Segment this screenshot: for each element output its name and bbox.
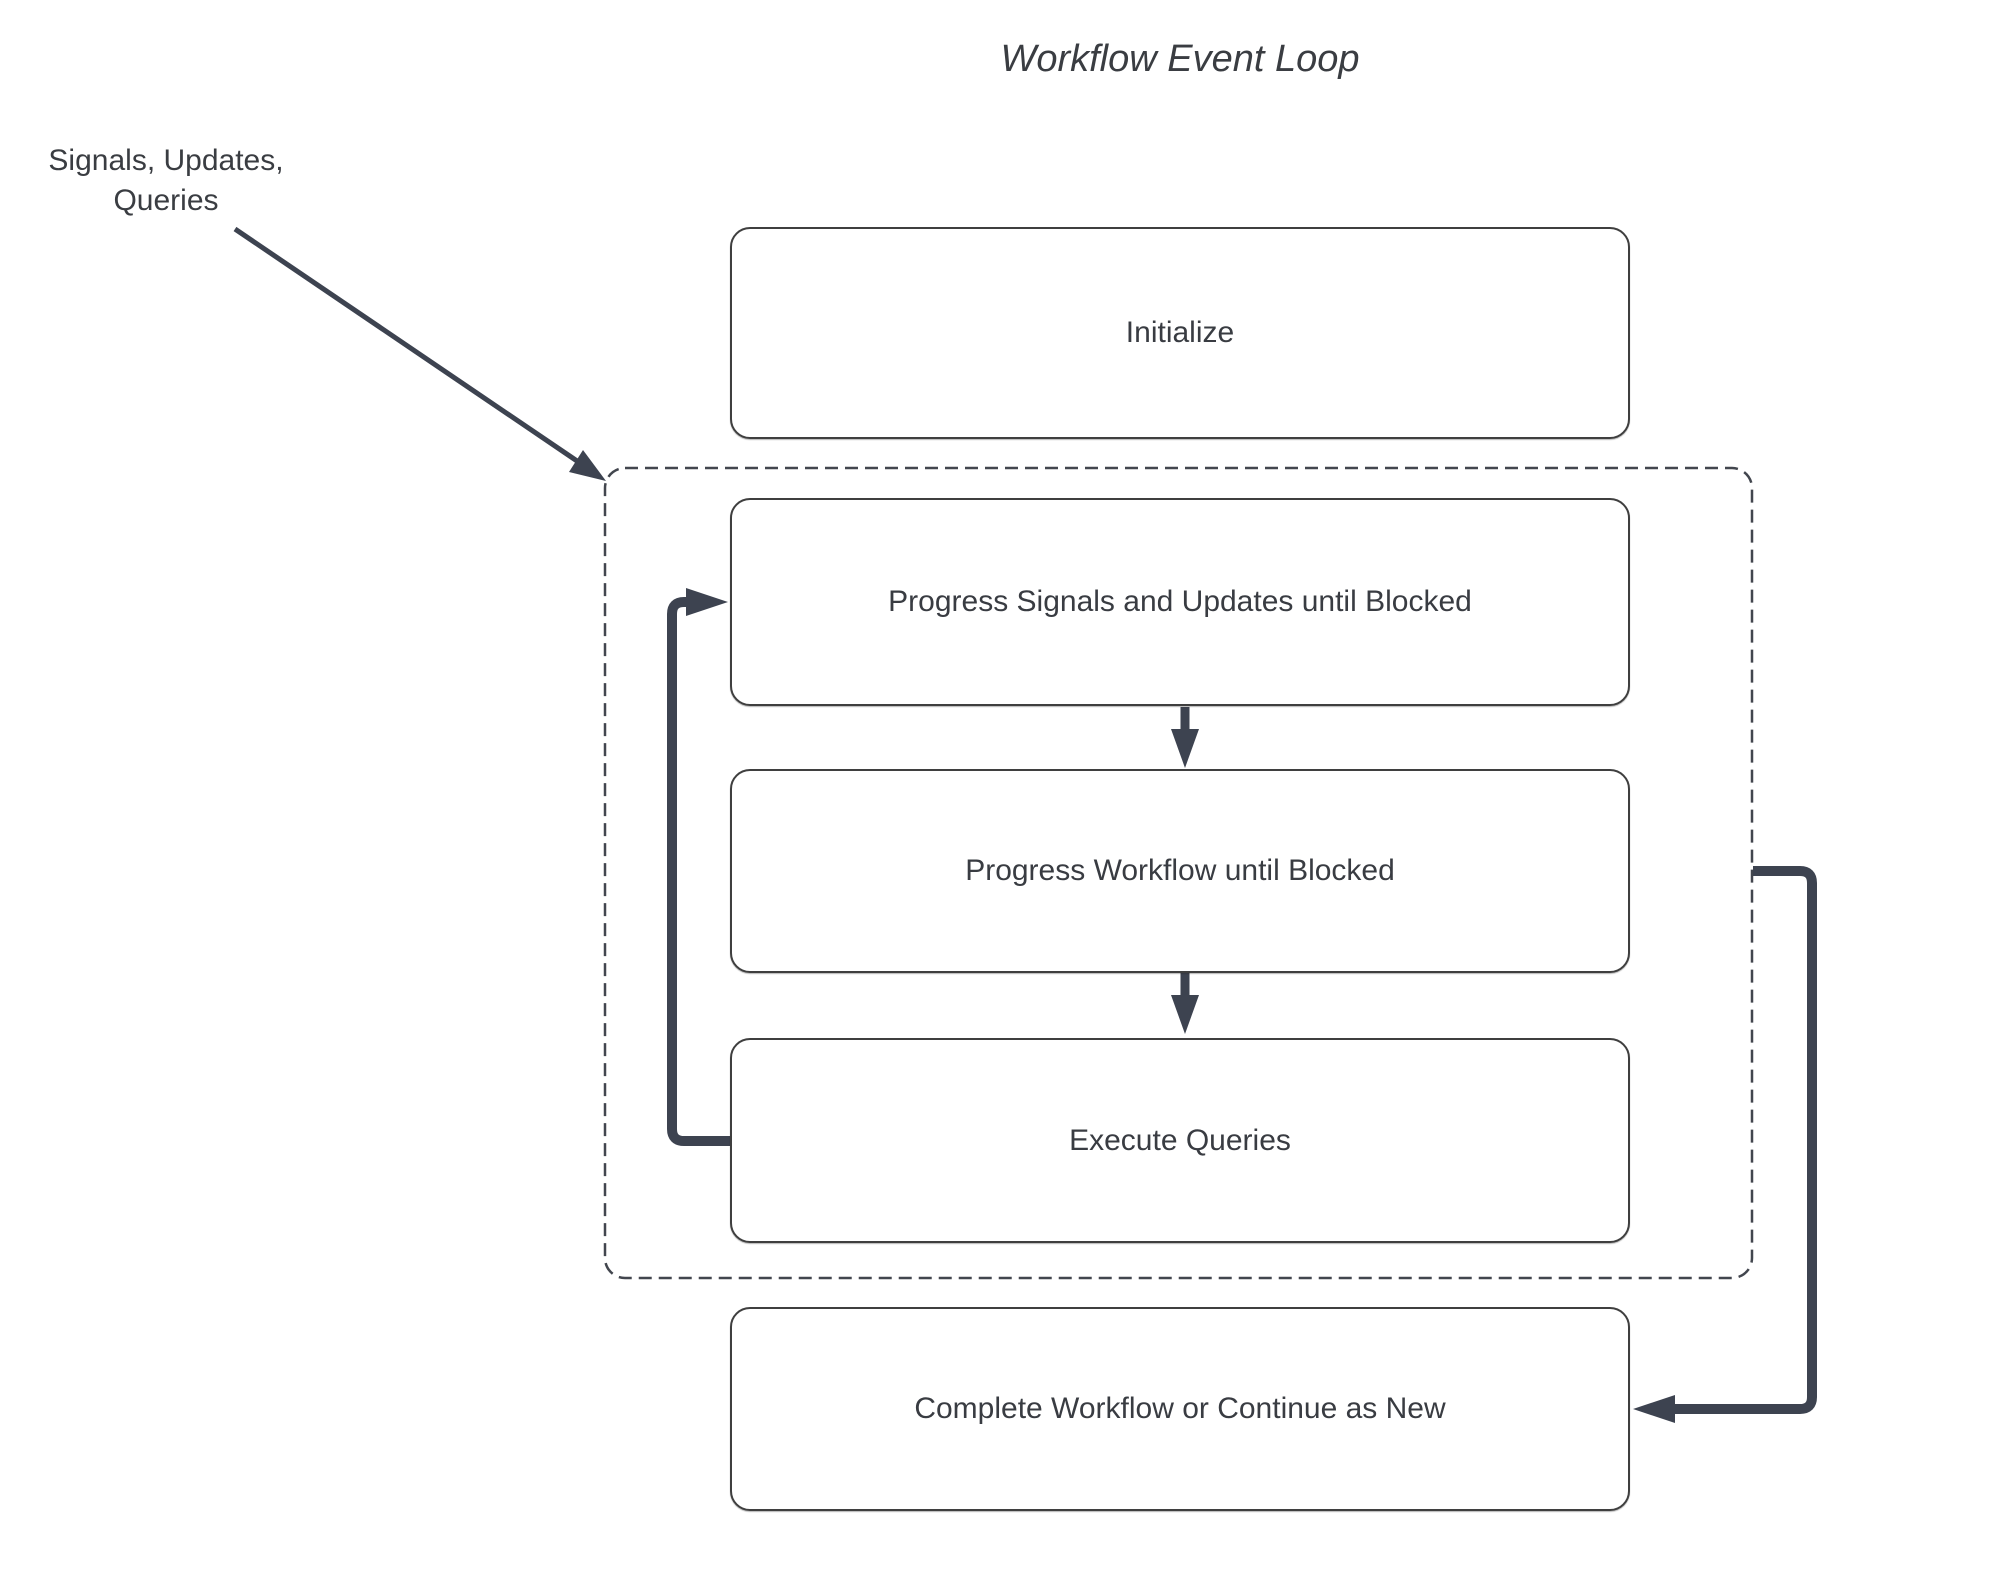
diagram-title: Workflow Event Loop — [1000, 38, 1360, 80]
signals-input-arrow — [233, 226, 606, 481]
external-input-label-line1: Signals, Updates, — [48, 144, 284, 177]
exit-arrow — [1633, 866, 1817, 1423]
down-arrow-signals-to-workflow — [1171, 707, 1199, 768]
node-progress-signals: Progress Signals and Updates until Block… — [730, 498, 1630, 706]
external-input-label-line2: Queries — [113, 184, 219, 217]
loop-back-arrow — [667, 588, 730, 1146]
node-complete-label: Complete Workflow or Continue as New — [914, 1392, 1446, 1425]
node-execute-queries: Execute Queries — [730, 1038, 1630, 1243]
external-input-label: Signals, Updates, Queries — [20, 141, 312, 221]
event-loop-dashed-container — [603, 466, 1754, 1280]
down-arrow-workflow-to-queries — [1171, 973, 1199, 1034]
node-progress-workflow: Progress Workflow until Blocked — [730, 769, 1630, 973]
node-initialize-label: Initialize — [1125, 316, 1235, 349]
node-progress-workflow-label: Progress Workflow until Blocked — [965, 854, 1395, 887]
node-initialize: Initialize — [730, 227, 1630, 439]
node-progress-signals-label: Progress Signals and Updates until Block… — [888, 585, 1472, 618]
node-execute-queries-label: Execute Queries — [1069, 1123, 1291, 1157]
node-complete: Complete Workflow or Continue as New — [730, 1307, 1630, 1511]
